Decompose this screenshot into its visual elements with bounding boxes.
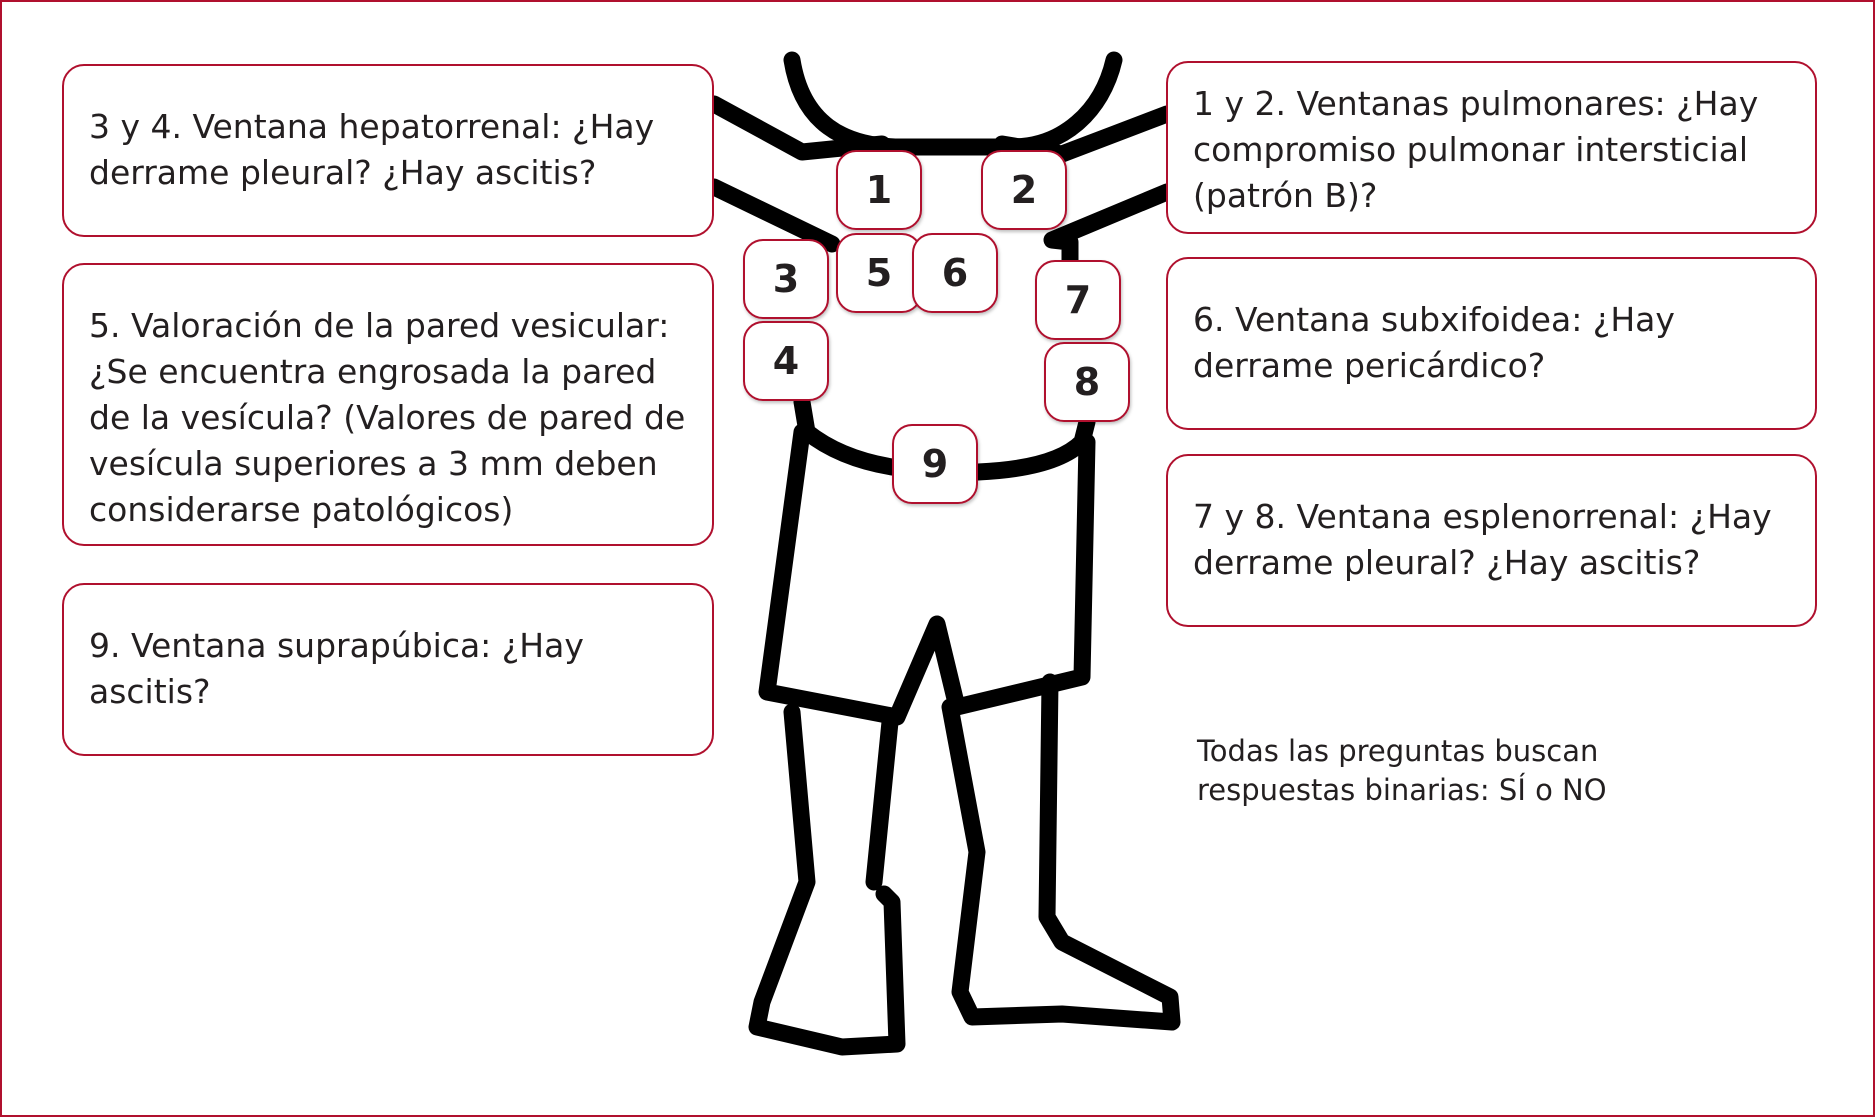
left-torso: [705, 178, 841, 253]
left-leg: [748, 703, 906, 1056]
marker-3: 3: [743, 239, 829, 319]
waist-left: [793, 393, 901, 476]
question-box-esplenorrenal: 7 y 8. Ventana esplenorrenal: ¿Hay derra…: [1166, 454, 1817, 627]
question-box-pulmonares: 1 y 2. Ventanas pulmonares: ¿Hay comprom…: [1166, 61, 1817, 234]
right-leg: [941, 673, 1181, 1031]
marker-5: 5: [836, 233, 922, 313]
marker-8: 8: [1044, 342, 1130, 422]
binary-answers-note: Todas las preguntas buscan respuestas bi…: [1197, 732, 1607, 810]
right-shoulder: [993, 105, 1176, 163]
marker-6: 6: [912, 233, 998, 313]
shorts-outline: [758, 423, 1096, 726]
left-shoulder: [705, 95, 891, 161]
marker-4: 4: [743, 321, 829, 401]
right-torso: [1043, 183, 1176, 269]
question-box-subxifoidea: 6. Ventana subxifoidea: ¿Hay derrame per…: [1166, 257, 1817, 430]
head-outline: [783, 51, 1123, 156]
question-box-hepatorrenal: 3 y 4. Ventana hepatorrenal: ¿Hay derram…: [62, 64, 714, 237]
question-box-suprapubica: 9. Ventana suprapúbica: ¿Hay ascitis?: [62, 583, 714, 756]
note-line-2: respuestas binarias: SÍ o NO: [1197, 773, 1607, 807]
question-box-vesicular: 5. Valoración de la pared vesicular: ¿Se…: [62, 263, 714, 546]
marker-7: 7: [1035, 260, 1121, 340]
waist-right: [969, 413, 1096, 481]
note-line-1: Todas las preguntas buscan: [1197, 734, 1599, 768]
marker-9: 9: [892, 424, 978, 504]
marker-2: 2: [981, 150, 1067, 230]
marker-1: 1: [836, 150, 922, 230]
